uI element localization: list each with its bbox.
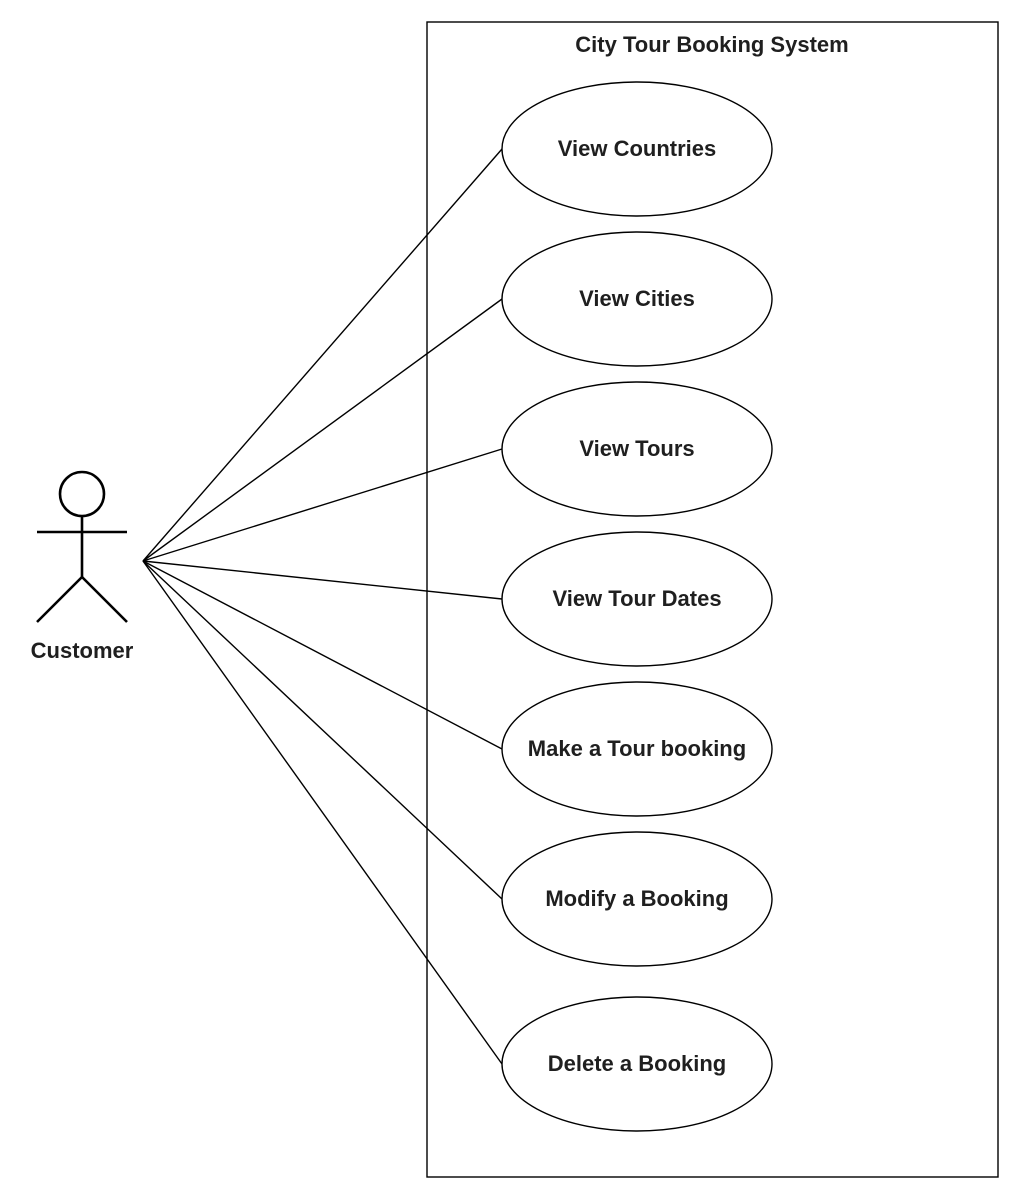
use-case-make-tour-booking[interactable]: Make a Tour booking [501, 681, 773, 817]
system-boundary [426, 21, 999, 1178]
use-case-ellipse [501, 996, 773, 1132]
use-case-ellipse [501, 381, 773, 517]
use-case-label: Make a Tour booking [528, 736, 746, 761]
use-case-label: View Tour Dates [552, 586, 721, 611]
association-line-make-tour-booking [142, 560, 503, 750]
use-case-label: View Countries [558, 136, 717, 161]
association-line-delete-booking [142, 560, 503, 1065]
actor-head [58, 470, 106, 518]
system-title: City Tour Booking System [575, 32, 848, 57]
use-case-label: Delete a Booking [548, 1051, 726, 1076]
association-line-view-tours [142, 448, 503, 562]
use-case-ellipse [501, 231, 773, 367]
actor-left-leg [36, 576, 83, 623]
use-case-label: View Tours [579, 436, 694, 461]
use-case-view-countries[interactable]: View Countries [501, 81, 773, 217]
use-case-label: View Cities [579, 286, 695, 311]
association-line-view-cities [142, 298, 503, 562]
use-case-delete-booking[interactable]: Delete a Booking [501, 996, 773, 1132]
stick-figure-icon [36, 470, 128, 623]
use-case-label: Modify a Booking [545, 886, 728, 911]
use-case-view-cities[interactable]: View Cities [501, 231, 773, 367]
actor-customer[interactable]: Customer [31, 470, 134, 663]
use-case-ellipse [501, 81, 773, 217]
association-line-view-tour-dates [142, 560, 503, 600]
use-case-ellipse [501, 531, 773, 667]
use-case-view-tour-dates[interactable]: View Tour Dates [501, 531, 773, 667]
use-case-ellipse [501, 681, 773, 817]
association-line-modify-booking [142, 560, 503, 900]
actor-right-leg [81, 576, 128, 623]
use-case-ellipse [501, 831, 773, 967]
use-case-modify-booking[interactable]: Modify a Booking [501, 831, 773, 967]
associations [142, 148, 503, 1065]
association-line-view-countries [142, 148, 503, 562]
actor-label: Customer [31, 638, 134, 663]
use-case-view-tours[interactable]: View Tours [501, 381, 773, 517]
